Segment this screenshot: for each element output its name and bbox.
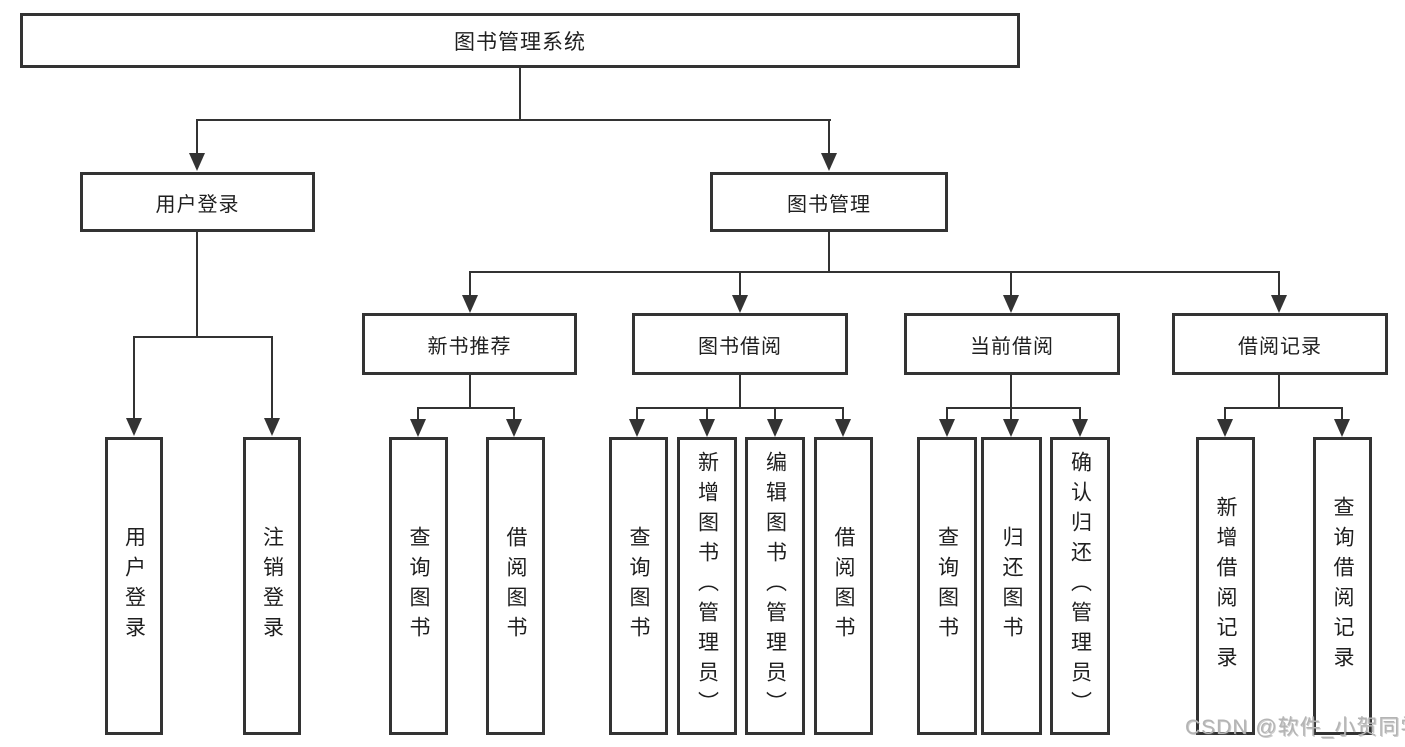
- leaf-node-add-borrow-record: 新增借阅记录: [1196, 437, 1255, 735]
- section-node-current-borrow: 当前借阅: [904, 313, 1120, 375]
- edge-drop-book-branch: [828, 119, 830, 153]
- branch-user-login-label: 用户登录: [155, 193, 240, 216]
- csdn-watermark: CSDN @软件_小贺同学: [1185, 716, 1405, 739]
- edge-section4-stem: [1278, 375, 1280, 409]
- edge-leaf-drop: [513, 407, 515, 420]
- edge-leaf-drop: [1010, 407, 1012, 420]
- edge-section2-rail: [636, 407, 844, 409]
- edge-leaf-drop: [842, 407, 844, 420]
- arrowhead: [462, 295, 478, 313]
- leaf-edit-books-admin-label: 编辑图书（管理员）: [763, 451, 787, 721]
- edge-drop-user-leaf-1: [133, 336, 135, 420]
- edge-drop-section-3: [1010, 271, 1012, 297]
- edge-drop-section-1: [469, 271, 471, 297]
- edge-level2-rail: [196, 119, 831, 121]
- edge-section3-rail: [946, 407, 1081, 409]
- arrowhead: [189, 153, 205, 171]
- leaf-current-query-label: 查询图书: [935, 526, 959, 646]
- section-book-borrow-label: 图书借阅: [698, 335, 782, 358]
- arrowhead: [1334, 419, 1350, 437]
- leaf-confirm-return-admin-label: 确认归还（管理员）: [1068, 451, 1092, 721]
- edge-user-stem: [196, 232, 198, 338]
- edge-level3-rail: [469, 271, 1280, 273]
- edge-leaf-drop: [946, 407, 948, 420]
- edge-section3-stem: [1010, 375, 1012, 409]
- section-borrow-records-label: 借阅记录: [1238, 335, 1322, 358]
- leaf-return-books-label: 归还图书: [1000, 526, 1023, 646]
- leaf-newbook-borrow-label: 借阅图书: [504, 526, 527, 646]
- branch-node-book-management: 图书管理: [710, 172, 948, 232]
- leaf-node-add-books-admin: 新增图书（管理员）: [677, 437, 737, 735]
- leaf-query-borrow-record-label: 查询借阅记录: [1331, 496, 1354, 676]
- leaf-borrow-query-label: 查询图书: [627, 526, 650, 646]
- leaf-node-borrow-query-books: 查询图书: [609, 437, 668, 735]
- edge-section4-rail: [1224, 407, 1343, 409]
- branch-node-user-login: 用户登录: [80, 172, 315, 232]
- edge-section1-rail: [417, 407, 515, 409]
- section-new-book-recommend-label: 新书推荐: [427, 335, 512, 358]
- leaf-node-confirm-return-admin: 确认归还（管理员）: [1050, 437, 1110, 735]
- section-node-borrow-records: 借阅记录: [1172, 313, 1388, 375]
- arrowhead: [939, 419, 955, 437]
- leaf-node-current-query-books: 查询图书: [917, 437, 977, 735]
- arrowhead: [767, 419, 783, 437]
- arrowhead: [126, 418, 142, 436]
- edge-leaf-drop: [1079, 407, 1081, 420]
- edge-leaf-drop: [1341, 407, 1343, 420]
- leaf-node-newbook-query-books: 查询图书: [389, 437, 448, 735]
- edge-section2-stem: [739, 375, 741, 409]
- edge-user-rail: [133, 336, 273, 338]
- leaf-add-books-admin-label: 新增图书（管理员）: [695, 451, 719, 721]
- arrowhead: [264, 418, 280, 436]
- leaf-node-user-login: 用户登录: [105, 437, 163, 735]
- root-node-label: 图书管理系统: [454, 30, 586, 54]
- edge-leaf-drop: [1224, 407, 1226, 420]
- leaf-node-query-borrow-record: 查询借阅记录: [1313, 437, 1372, 735]
- section-current-borrow-label: 当前借阅: [970, 335, 1054, 358]
- leaf-node-logout: 注销登录: [243, 437, 301, 735]
- root-node-library-system: 图书管理系统: [20, 13, 1020, 68]
- arrowhead: [1003, 295, 1019, 313]
- arrowhead: [1003, 419, 1019, 437]
- edge-drop-user-branch: [196, 119, 198, 153]
- arrowhead: [732, 295, 748, 313]
- arrowhead: [1217, 419, 1233, 437]
- edge-root-stem: [519, 67, 521, 121]
- edge-leaf-drop: [636, 407, 638, 420]
- section-node-book-borrow: 图书借阅: [632, 313, 848, 375]
- arrowhead: [1072, 419, 1088, 437]
- leaf-node-borrow-books: 借阅图书: [814, 437, 873, 735]
- edge-book-stem: [828, 232, 830, 273]
- leaf-node-return-books: 归还图书: [981, 437, 1042, 735]
- leaf-node-edit-books-admin: 编辑图书（管理员）: [745, 437, 805, 735]
- leaf-newbook-query-label: 查询图书: [407, 526, 430, 646]
- edge-leaf-drop: [706, 407, 708, 420]
- edge-section1-stem: [469, 375, 471, 409]
- arrowhead: [629, 419, 645, 437]
- arrowhead: [506, 419, 522, 437]
- leaf-logout-label: 注销登录: [260, 526, 284, 646]
- edge-drop-section-4: [1278, 271, 1280, 297]
- edge-drop-user-leaf-2: [271, 336, 273, 420]
- edge-leaf-drop: [417, 407, 419, 420]
- arrowhead: [410, 419, 426, 437]
- leaf-borrow-books-label: 借阅图书: [832, 526, 855, 646]
- arrowhead: [699, 419, 715, 437]
- leaf-user-login-label: 用户登录: [122, 526, 146, 646]
- section-node-new-book-recommend: 新书推荐: [362, 313, 577, 375]
- arrowhead: [821, 153, 837, 171]
- leaf-add-borrow-record-label: 新增借阅记录: [1214, 496, 1237, 676]
- leaf-node-newbook-borrow-books: 借阅图书: [486, 437, 545, 735]
- edge-leaf-drop: [774, 407, 776, 420]
- arrowhead: [1271, 295, 1287, 313]
- arrowhead: [835, 419, 851, 437]
- edge-drop-section-2: [739, 271, 741, 297]
- branch-book-management-label: 图书管理: [787, 193, 871, 216]
